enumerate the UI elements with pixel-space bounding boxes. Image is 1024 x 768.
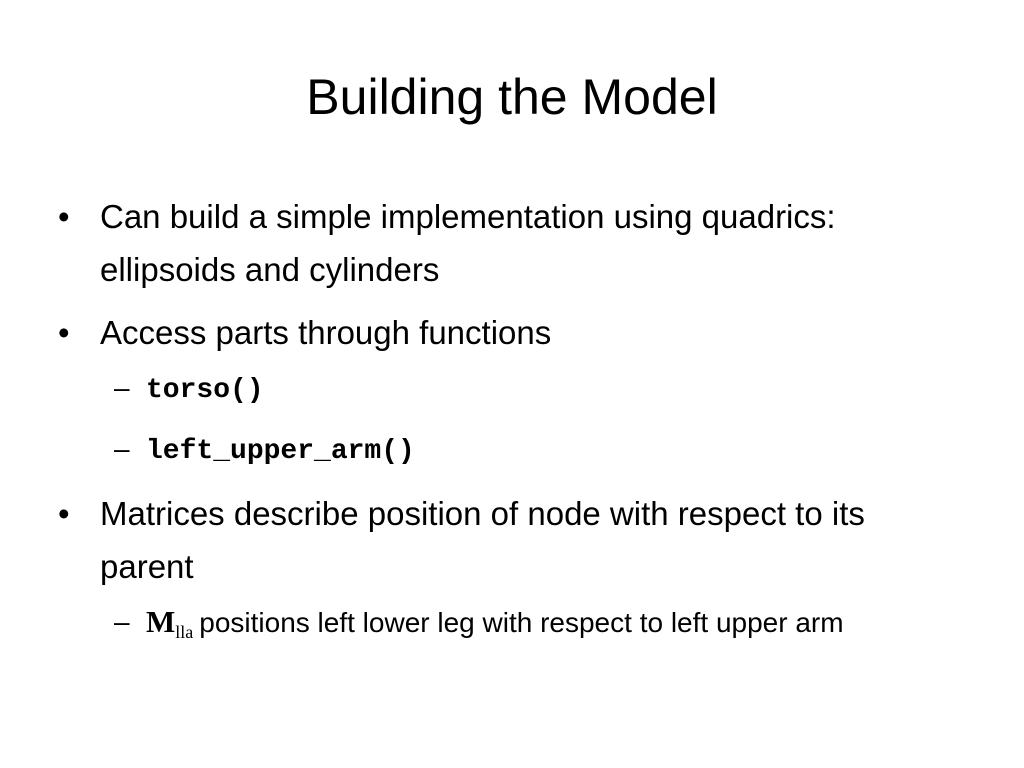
bullet-item-1: • Can build a simple implementation usin… bbox=[58, 190, 958, 296]
code-left-upper-arm: left_upper_arm() bbox=[146, 436, 415, 467]
matrix-subscript: lla bbox=[175, 622, 194, 642]
bullet-marker: • bbox=[58, 495, 70, 532]
bullet-text: Access parts through functions bbox=[100, 314, 552, 351]
bullet-marker: • bbox=[58, 198, 70, 235]
sub-item-left-upper-arm: – left_upper_arm() bbox=[58, 426, 958, 474]
code-torso: torso() bbox=[146, 375, 264, 406]
sub-item-matrix: – Mlla positions left lower leg with resp… bbox=[58, 599, 958, 649]
dash-marker: – bbox=[114, 606, 130, 637]
dash-marker: – bbox=[114, 372, 130, 403]
matrix-symbol: M bbox=[146, 604, 176, 639]
bullet-item-3: • Matrices describe position of node wit… bbox=[58, 487, 958, 593]
slide-body: • Can build a simple implementation usin… bbox=[58, 190, 958, 662]
slide-title: Building the Model bbox=[306, 69, 718, 125]
sub-item-text: positions left lower leg with respect to… bbox=[199, 607, 844, 638]
dash-marker: – bbox=[114, 433, 130, 464]
bullet-marker: • bbox=[58, 314, 70, 351]
bullet-text: Matrices describe position of node with … bbox=[100, 495, 865, 585]
bullet-text: Can build a simple implementation using … bbox=[100, 198, 836, 288]
sub-item-torso: – torso() bbox=[58, 365, 958, 413]
bullet-item-2: • Access parts through functions bbox=[58, 306, 958, 359]
